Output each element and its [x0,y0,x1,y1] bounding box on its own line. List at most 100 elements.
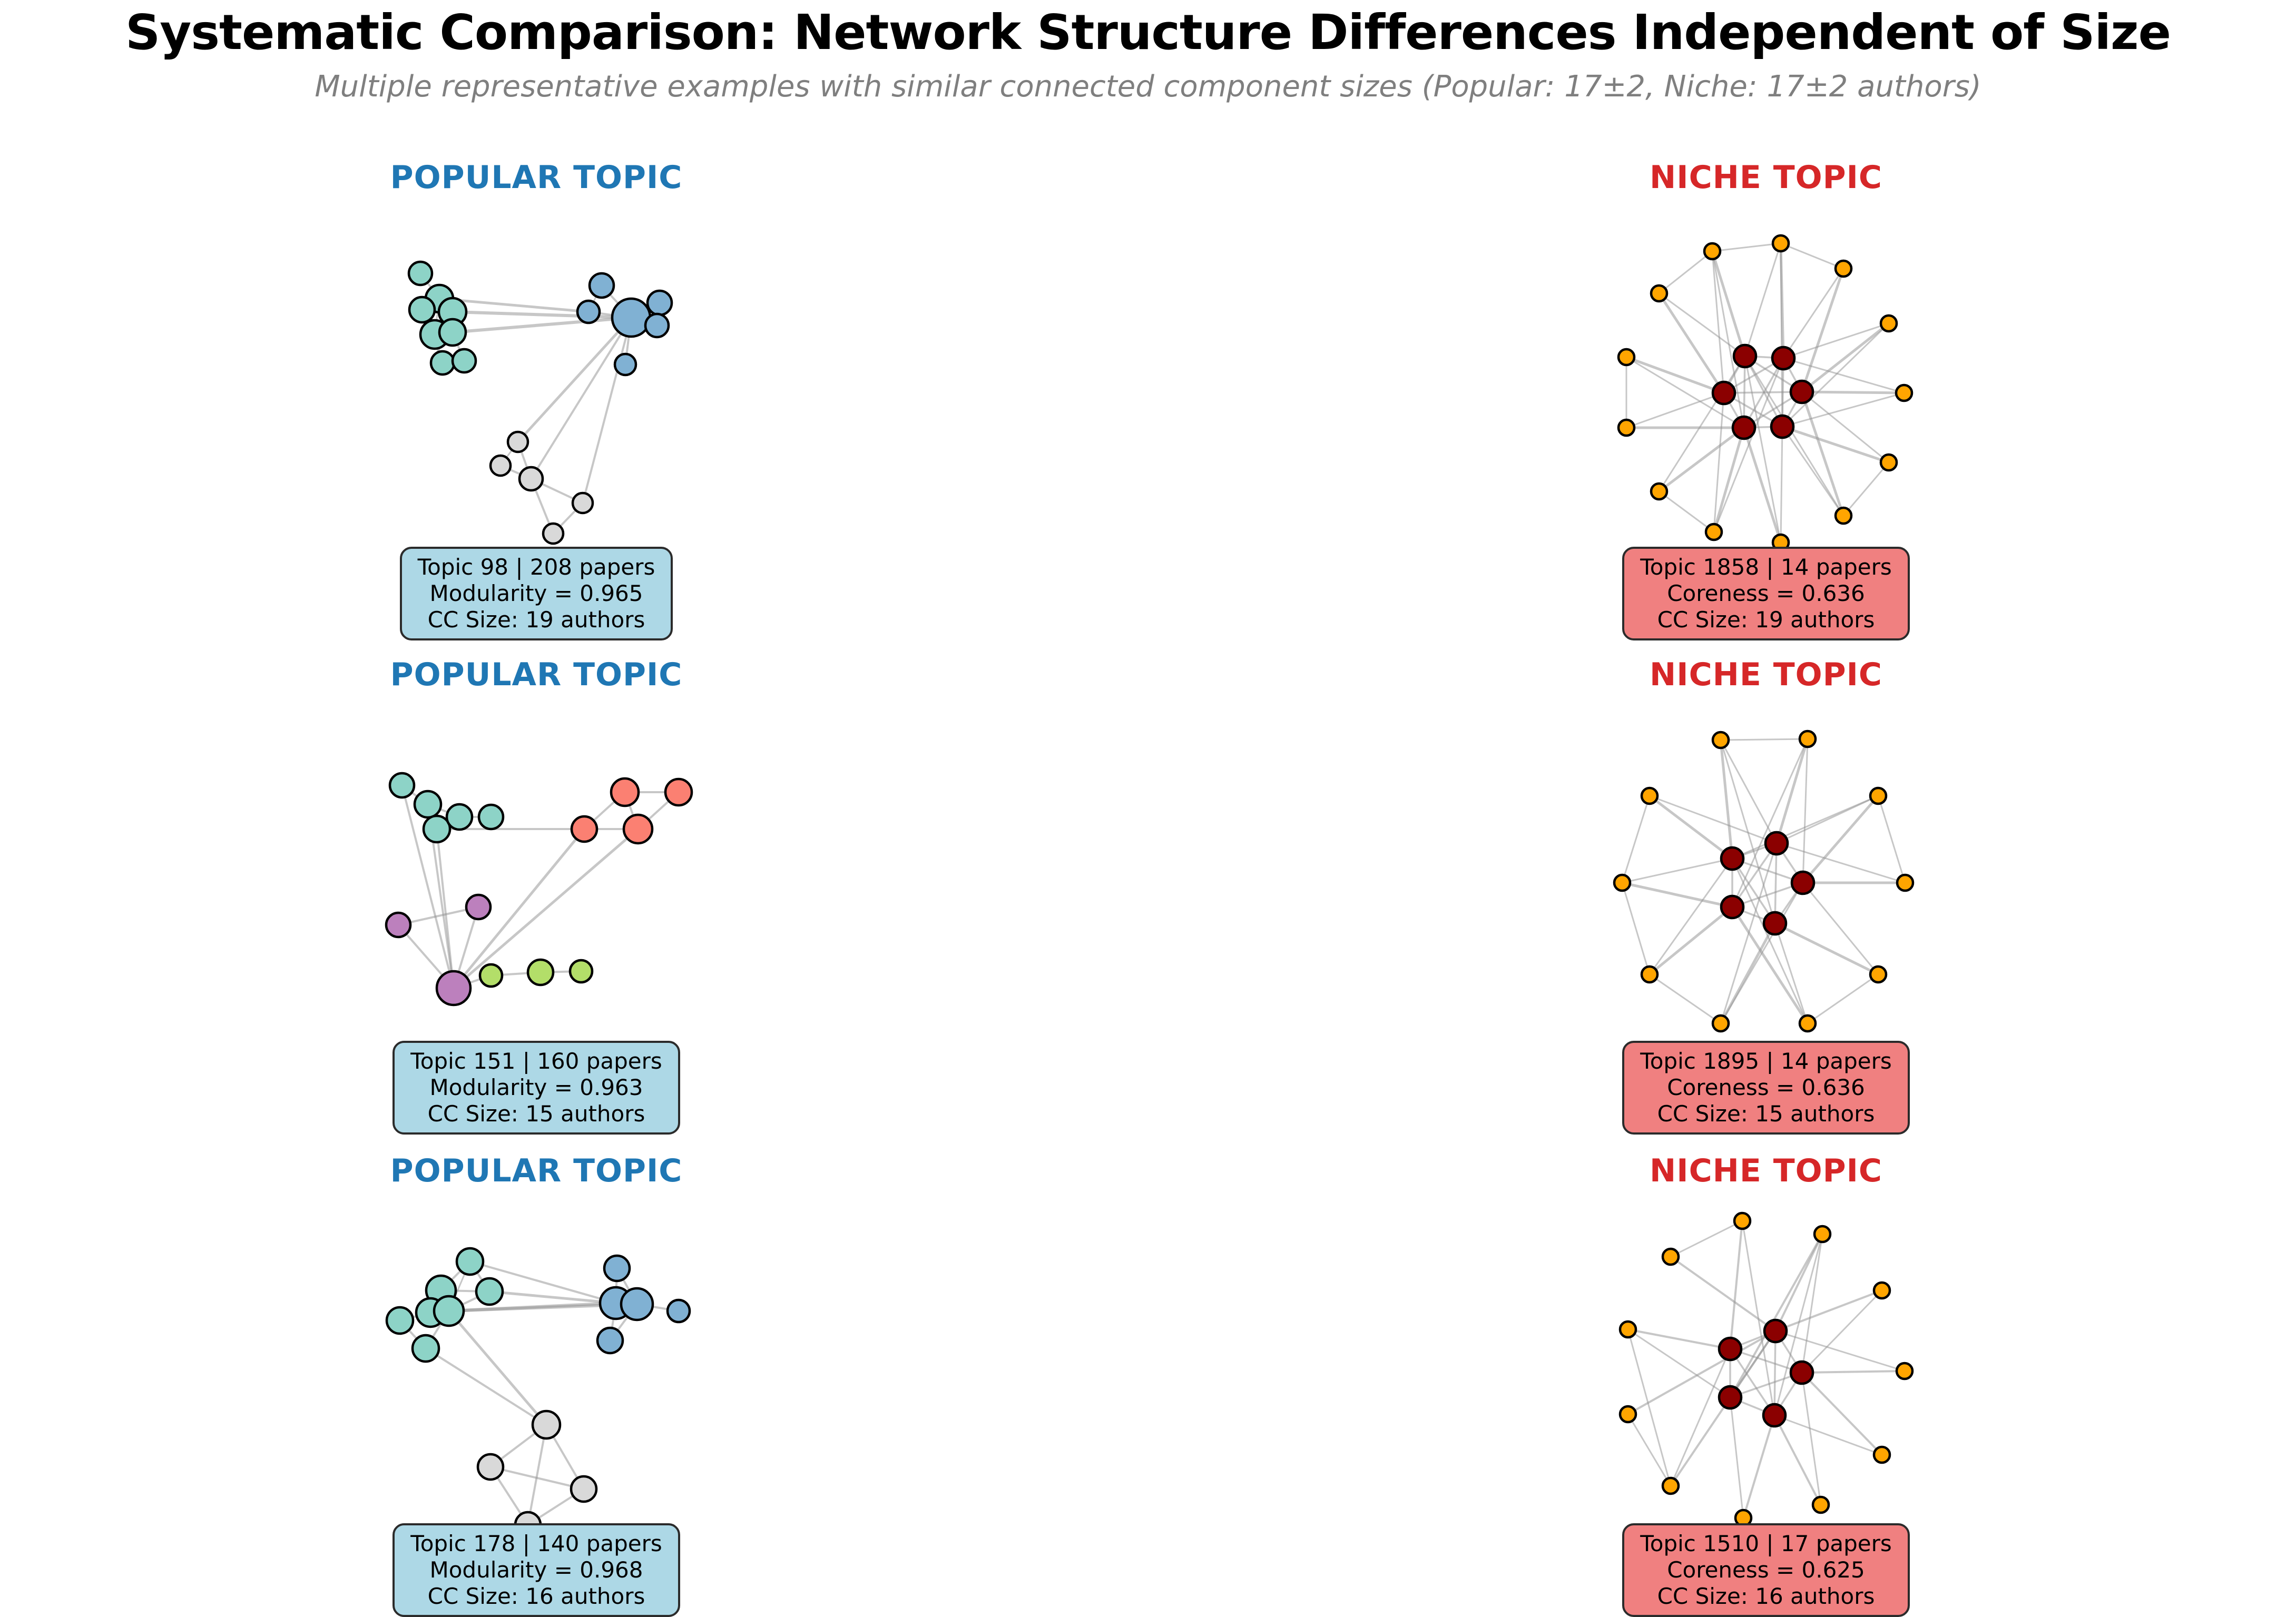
graph-node [506,430,529,453]
graph-edge [1711,251,1745,428]
graph-node [1771,234,1790,253]
graph-node [1872,1281,1891,1300]
graph-edge [1622,881,1733,909]
graph-node [455,1247,485,1276]
graph-edge [1775,1289,1882,1332]
graph-edge [1781,426,1844,516]
stats-box-wrap-topic-1510: Topic 1510 | 17 papers Coreness = 0.625 … [1424,1523,2108,1617]
stats-line-topic: Topic 151 | 160 papers [410,1048,662,1074]
niche-topic-header-row3: NICHE TOPIC [1650,1152,1882,1189]
stats-line-metric: Modularity = 0.968 [429,1557,643,1583]
graph-node [1720,846,1745,871]
graph-edge [1719,740,1734,859]
network-niche-topic-1510 [1618,1211,1914,1527]
graph-node [664,777,693,807]
graph-node [1789,379,1814,405]
stats-box-topic-98: Topic 98 | 208 papers Modularity = 0.965… [399,547,673,640]
graph-node [1711,1014,1730,1033]
graph-edge [439,297,589,313]
graph-node [407,260,434,287]
graph-edge [1775,738,1809,844]
popular-topic-header-row1: POPULAR TOPIC [390,159,683,196]
graph-node [388,772,416,799]
network-niche-topic-1858 [1617,234,1914,552]
graph-node [526,958,555,987]
graph-node [620,1287,654,1322]
graph-node [666,1298,691,1324]
graph-node [476,1453,505,1481]
graph-edge [1627,1330,1776,1415]
graph-edge [1711,251,1746,357]
graph-edge [1802,795,1879,884]
stats-line-metric: Coreness = 0.636 [1667,580,1865,606]
graph-edge [1621,882,1651,975]
graph-edge [1782,268,1844,359]
graph-edge [527,1424,547,1525]
graph-edge [1801,390,1905,395]
graph-edge [1780,243,1783,427]
graph-edge [1744,243,1782,357]
stats-line-ccsize: CC Size: 19 authors [427,607,645,633]
graph-node [646,289,673,317]
graph-node [1650,284,1669,303]
graph-edge [1801,1234,1823,1373]
stats-box-wrap-topic-178: Topic 178 | 140 papers Modularity = 0.96… [194,1523,879,1617]
graph-node [531,1409,562,1440]
graph-edge [1800,391,1845,516]
stats-box-topic-151: Topic 151 | 160 papers Modularity = 0.96… [393,1041,680,1135]
graph-node [1762,1403,1787,1428]
graph-node [1731,415,1757,440]
graph-edge [1732,882,1803,908]
graph-edge [425,1347,547,1426]
graph-edge [1731,843,1778,908]
graph-node [385,1306,415,1335]
graph-edge [1842,462,1890,516]
graph-edge [1649,858,1733,975]
graph-edge [1782,392,1905,428]
stats-box-wrap-topic-151: Topic 151 | 160 papers Modularity = 0.96… [194,1041,879,1135]
graph-node [570,1475,598,1503]
graph-node [568,959,594,984]
graph-edge [1627,1329,1672,1486]
graph-node [1811,1495,1830,1514]
graph-edge [1801,1372,1883,1456]
network-niche-topic-1895 [1613,729,1915,1033]
stats-box-topic-1858: Topic 1858 | 14 papers Coreness = 0.636 … [1622,547,1910,640]
graph-edge [1658,356,1746,492]
graph-edge [1802,738,1809,883]
figure-title: Systematic Comparison: Network Structure… [125,4,2171,61]
graph-edge [1670,1330,1777,1487]
graph-node [1895,383,1914,402]
stats-line-ccsize: CC Size: 15 authors [1657,1101,1875,1127]
graph-edge [452,310,632,319]
graph-edge [1774,923,1809,1024]
graph-node [1872,1445,1891,1464]
graph-node [570,815,598,843]
graph-edge [1627,1328,1731,1350]
graph-node [1720,894,1745,920]
network-popular-topic-178 [385,1247,691,1539]
graph-edge [1742,1415,1775,1519]
graph-edge [1729,1397,1744,1519]
graph-edge [1670,1348,1731,1486]
graph-node [1879,453,1898,472]
stats-box-wrap-topic-1858: Topic 1858 | 14 papers Coreness = 0.636 … [1424,547,2108,640]
graph-edge [1731,906,1809,1024]
graph-edge [1627,1328,1731,1398]
graph-node [1762,911,1788,936]
graph-edge [1774,1414,1882,1456]
graph-node [613,352,637,377]
stats-box-topic-1510: Topic 1510 | 17 papers Coreness = 0.625 … [1622,1523,1910,1617]
stats-line-ccsize: CC Size: 15 authors [427,1101,645,1127]
graph-edge [1657,292,1725,394]
graph-node [411,1334,440,1363]
graph-edge [1773,1234,1823,1416]
graph-edge [1711,251,1725,393]
graph-edge [1659,292,1745,357]
graph-edge [1626,356,1724,395]
graph-node [542,522,565,545]
popular-topic-header-row2: POPULAR TOPIC [390,656,683,693]
graph-node [1661,1247,1680,1266]
graph-node [1896,873,1915,892]
graph-edge [1720,738,1808,741]
